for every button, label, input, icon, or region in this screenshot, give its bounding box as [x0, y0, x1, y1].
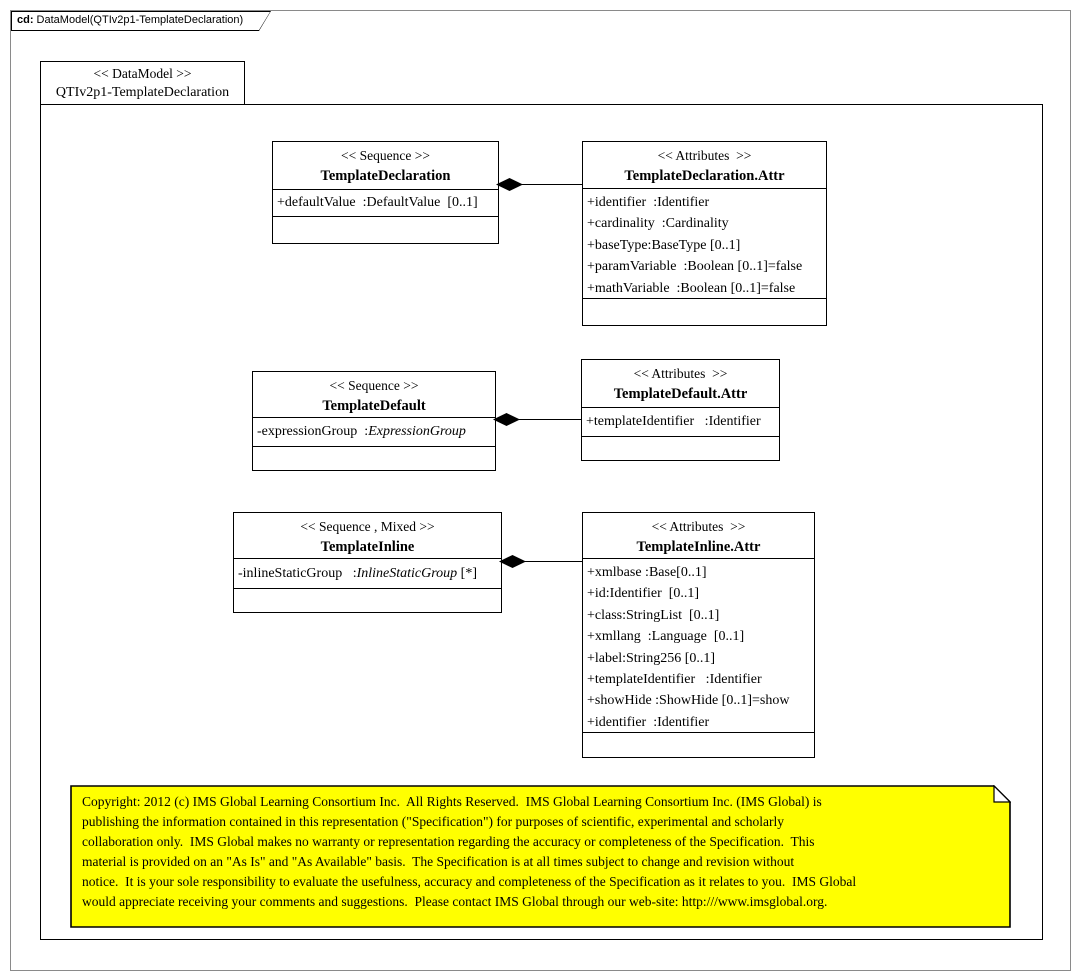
copyright-line: notice. It is your sole responsibility t… [82, 874, 857, 889]
class-name: TemplateDeclaration.Attr [624, 168, 785, 184]
composition-link-default [494, 419, 581, 420]
attribute-text: -expressionGroup : [257, 424, 369, 440]
attribute-line: +templateIdentifier :Identifier [586, 414, 761, 430]
attribute-text: [*] [457, 565, 477, 581]
attribute-line: +cardinality :Cardinality [587, 216, 729, 232]
class-stereotype: << Attributes >> [633, 366, 728, 381]
attribute-line: +showHide :ShowHide [0..1]=show [587, 693, 790, 709]
class-empty-compartment [253, 446, 495, 470]
copyright-line: collaboration only. IMS Global makes no … [82, 834, 815, 849]
copyright-text: Copyright: 2012 (c) IMS Global Learning … [82, 792, 856, 912]
attribute-line: +xmlbase :Base[0..1] [587, 565, 707, 580]
class-header: << Attributes >> TemplateInline.Attr [583, 513, 814, 558]
class-empty-compartment [583, 732, 814, 757]
class-attributes: +identifier :Identifier +cardinality :Car… [583, 188, 826, 298]
attribute-text: -inlineStaticGroup : [238, 565, 357, 581]
attribute-line: +mathVariable :Boolean [0..1]=false [587, 280, 796, 296]
copyright-line: publishing the information contained in … [82, 814, 784, 829]
package-name: QTIv2p1-TemplateDeclaration [55, 85, 230, 100]
diagram-frame-tab: cd: DataModel(QTIv2p1-TemplateDeclaratio… [11, 11, 271, 31]
class-empty-compartment [583, 298, 826, 325]
attribute-line: +identifier :Identifier [587, 195, 710, 210]
class-stereotype: << Attributes >> [657, 148, 752, 163]
class-box-templatedefault-attr: << Attributes >> TemplateDefault.Attr +t… [581, 359, 780, 461]
composition-link-declaration [497, 184, 582, 185]
class-header: << Attributes >> TemplateDefault.Attr [582, 360, 779, 407]
class-attributes: -expressionGroup :ExpressionGroup [253, 417, 495, 446]
attribute-line: +class:StringList [0..1] [587, 607, 720, 623]
class-box-templatedefault: << Sequence >> TemplateDefault -expressi… [252, 371, 496, 471]
class-attributes: -inlineStaticGroup :InlineStaticGroup [*… [234, 558, 501, 588]
frame-tab-shape-inner [12, 12, 270, 30]
composition-link-inline [500, 561, 582, 562]
class-box-templatedeclaration: << Sequence >> TemplateDeclaration +defa… [272, 141, 499, 244]
attribute-line: +id:Identifier [0..1] [587, 586, 700, 602]
copyright-line: material is provided on an "As Is" and "… [82, 854, 795, 869]
class-box-templatedeclaration-attr: << Attributes >> TemplateDeclaration.Att… [582, 141, 827, 326]
attribute-line: +templateIdentifier :Identifier [587, 672, 762, 688]
composition-diamond-icon [493, 413, 520, 426]
note-background [70, 785, 1011, 928]
class-header: << Attributes >> TemplateDeclaration.Att… [583, 142, 826, 188]
frame-tab-keyword: cd: [17, 14, 34, 26]
class-stereotype: << Sequence >> [329, 378, 419, 393]
attribute-line: +paramVariable :Boolean [0..1]=false [587, 259, 803, 275]
class-box-templateinline-attr: << Attributes >> TemplateInline.Attr +xm… [582, 512, 815, 758]
composition-diamond-icon [499, 555, 526, 568]
class-header: << Sequence >> TemplateDeclaration [273, 142, 498, 189]
class-name: TemplateDefault.Attr [613, 386, 748, 402]
package-stereotype: << DataModel >> [93, 66, 192, 81]
attribute-type-italic: ExpressionGroup [368, 424, 466, 440]
class-stereotype: << Sequence , Mixed >> [300, 519, 435, 534]
class-attributes: +templateIdentifier :Identifier [582, 407, 779, 436]
frame-tab-label: cd: DataModel(QTIv2p1-TemplateDeclaratio… [17, 11, 243, 31]
class-stereotype: << Attributes >> [651, 519, 746, 534]
copyright-note: Copyright: 2012 (c) IMS Global Learning … [70, 785, 1011, 928]
attribute-line: +label:String256 [0..1] [587, 650, 716, 666]
attribute-line: -inlineStaticGroup :InlineStaticGroup [*… [238, 563, 477, 584]
class-attributes: +defaultValue :DefaultValue [0..1] [273, 189, 498, 216]
class-stereotype: << Sequence >> [341, 148, 430, 163]
composition-diamond-icon [496, 178, 523, 191]
attribute-type-italic: InlineStaticGroup [356, 565, 458, 581]
class-name: TemplateDefault [322, 398, 426, 414]
attribute-line: -expressionGroup :ExpressionGroup [257, 421, 466, 442]
class-header: << Sequence , Mixed >> TemplateInline [234, 513, 501, 558]
frame-tab-title: DataModel(QTIv2p1-TemplateDeclaration) [33, 14, 244, 26]
class-empty-compartment [273, 216, 498, 243]
diagram-outer-border [10, 10, 1071, 971]
class-name: TemplateInline.Attr [636, 539, 761, 555]
copyright-line: Copyright: 2012 (c) IMS Global Learning … [82, 794, 822, 809]
class-box-templateinline: << Sequence , Mixed >> TemplateInline -i… [233, 512, 502, 613]
class-attributes: +xmlbase :Base[0..1] +id:Identifier [0..1… [583, 558, 814, 732]
class-name: TemplateDeclaration [320, 168, 451, 184]
copyright-line: would appreciate receiving your comments… [82, 894, 828, 909]
attribute-line: +baseType:BaseType [0..1] [587, 237, 741, 253]
attribute-line: +identifier :Identifier [587, 714, 710, 730]
class-empty-compartment [234, 588, 501, 612]
attribute-line: +xmllang :Language [0..1] [587, 629, 745, 645]
class-empty-compartment [582, 436, 779, 460]
class-header: << Sequence >> TemplateDefault [253, 372, 495, 417]
attribute-line: +defaultValue :DefaultValue [0..1] [277, 195, 478, 211]
package-header-datamodel: << DataModel >> QTIv2p1-TemplateDeclarat… [40, 61, 245, 105]
class-name: TemplateInline [320, 539, 415, 555]
